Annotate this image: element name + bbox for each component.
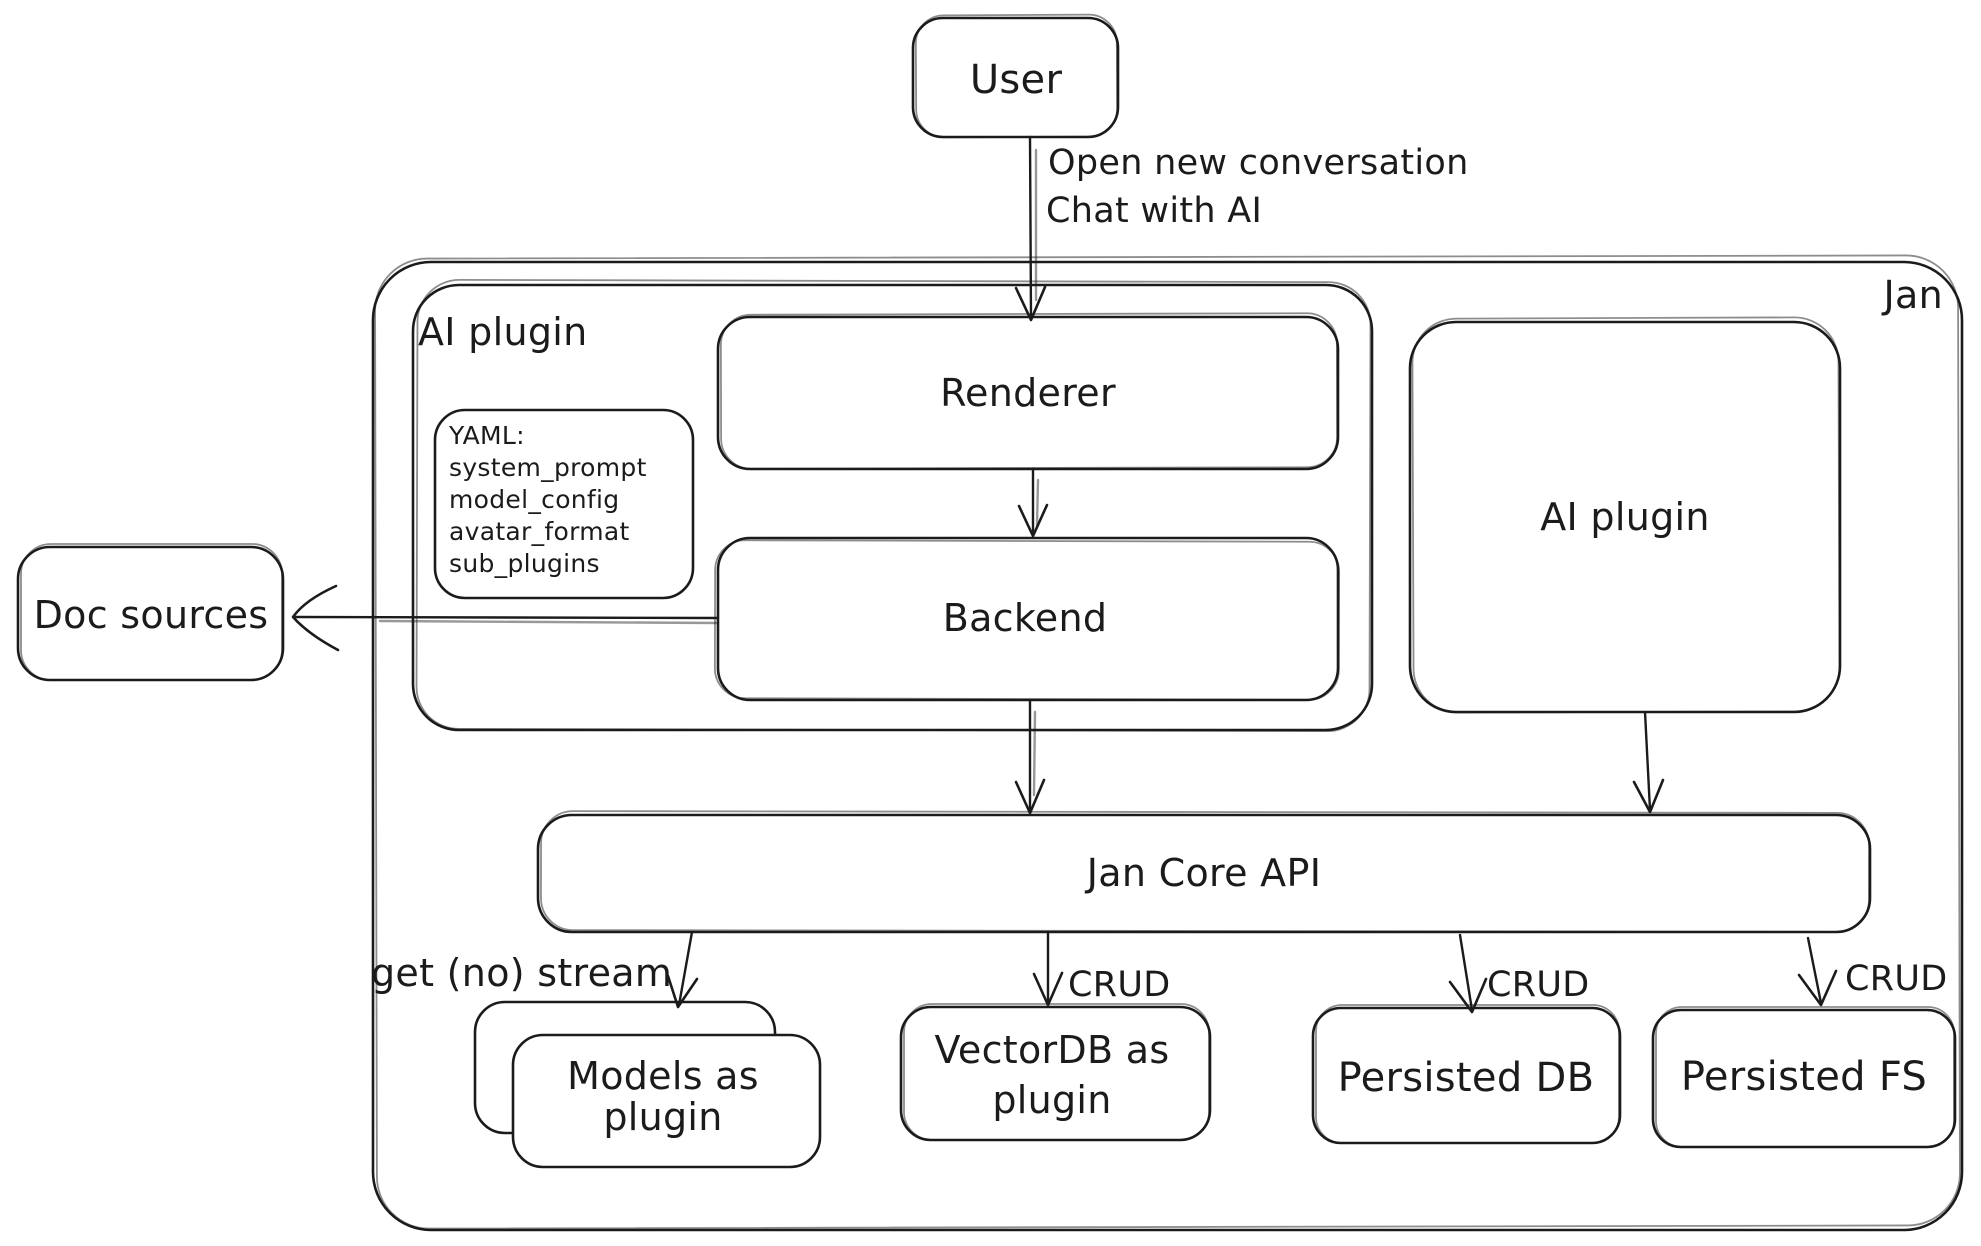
models-box-front (511, 1033, 822, 1169)
doc-sources-node: Doc sources (16, 543, 285, 682)
persisted-fs-node: Persisted FS (1651, 1006, 1957, 1149)
arrowhead-down (1017, 503, 1049, 538)
arrow-core-to-models: get (no) stream (371, 930, 699, 1009)
arrowhead-down (1448, 977, 1488, 1014)
user-node: User (911, 13, 1120, 139)
jan-core-api-box-sketch (540, 810, 1870, 933)
edge-label-get-stream: get (no) stream (371, 951, 672, 995)
persisted-db-label: Persisted DB (1338, 1055, 1595, 1101)
yaml-note-box (433, 408, 695, 600)
arrow-line (677, 930, 694, 1007)
doc-sources-box-sketch (20, 543, 283, 681)
arrow-backend-to-doc-sources (291, 584, 720, 652)
persisted-db-node: Persisted DB (1311, 1004, 1622, 1145)
arrowhead-down (1632, 778, 1665, 814)
vectordb-label-line2: plugin (992, 1078, 1111, 1122)
arrow-line (1028, 135, 1033, 320)
yaml-note-line: YAML: (448, 421, 525, 450)
arrow-line-sketch (1035, 478, 1040, 527)
arrow-user-to-renderer: Open new conversation Chat with AI (1014, 135, 1469, 322)
user-label: User (970, 57, 1063, 103)
persisted-fs-label: Persisted FS (1681, 1054, 1927, 1100)
yaml-note-line: system_prompt (449, 453, 647, 482)
arrowhead-down (1014, 285, 1047, 322)
arrow-line-sketch (378, 619, 720, 625)
edge-label-crud: CRUD (1068, 965, 1171, 1005)
arrowhead-down (1797, 969, 1838, 1007)
doc-sources-label: Doc sources (34, 593, 269, 637)
persisted-fs-box-sketch (1655, 1006, 1955, 1148)
jan-core-api-label: Jan Core API (1085, 851, 1321, 895)
vectordb-box-sketch (903, 1003, 1210, 1141)
yaml-note-line: sub_plugins (449, 549, 600, 578)
backend-label: Backend (943, 596, 1108, 640)
yaml-note: YAML: system_prompt model_config avatar_… (433, 408, 695, 600)
jan-core-api-node: Jan Core API (536, 810, 1872, 934)
user-box-sketch (914, 13, 1119, 139)
ai-plugin-right-label: AI plugin (1540, 495, 1710, 539)
jan-container-box-sketch (374, 254, 1961, 1230)
arrow-line (1806, 936, 1823, 1005)
arrow-core-to-vectordb: CRUD (1032, 930, 1171, 1007)
models-label-line1: Models as (567, 1054, 759, 1098)
arrow-line-sketch (1032, 710, 1037, 797)
ai-plugin-right-box-sketch (1411, 316, 1841, 714)
yaml-note-line: avatar_format (449, 517, 630, 546)
arrow-line (294, 615, 720, 620)
edge-label-crud: CRUD (1845, 959, 1948, 999)
arrowhead-down (1032, 971, 1064, 1007)
arrow-backend-to-core (1014, 698, 1046, 815)
renderer-node: Renderer (716, 312, 1340, 471)
models-label-line2: plugin (603, 1095, 722, 1139)
ai-plugin-left-label: AI plugin (418, 310, 588, 354)
jan-core-api-box (536, 813, 1872, 934)
renderer-label: Renderer (940, 371, 1116, 415)
edge-label-crud: CRUD (1487, 965, 1590, 1005)
edge-label-line2: Chat with AI (1046, 191, 1262, 231)
arrow-core-to-persisted-db: CRUD (1448, 933, 1590, 1014)
arrow-plugin-right-to-core (1632, 710, 1665, 814)
backend-node: Backend (713, 536, 1341, 702)
vectordb-node: VectorDB as plugin (899, 1003, 1212, 1142)
edge-label-line1: Open new conversation (1048, 143, 1469, 183)
jan-container-label: Jan (1882, 273, 1943, 317)
arrowhead-down (666, 974, 699, 1009)
arrow-line (1643, 710, 1652, 812)
ai-plugin-right-node: AI plugin (1408, 316, 1842, 714)
renderer-box (716, 315, 1340, 471)
yaml-note-line: model_config (449, 485, 619, 514)
arrow-core-to-persisted-fs: CRUD (1797, 936, 1948, 1007)
arrow-renderer-to-backend (1017, 467, 1049, 538)
vectordb-label-line1: VectorDB as (935, 1028, 1170, 1072)
models-node: Models as plugin (473, 1000, 822, 1169)
arrowhead-down (1014, 778, 1046, 815)
arrowhead-left (291, 584, 340, 652)
arrow-line (1458, 933, 1474, 1012)
ai-plugin-left-box-sketch (415, 278, 1372, 733)
